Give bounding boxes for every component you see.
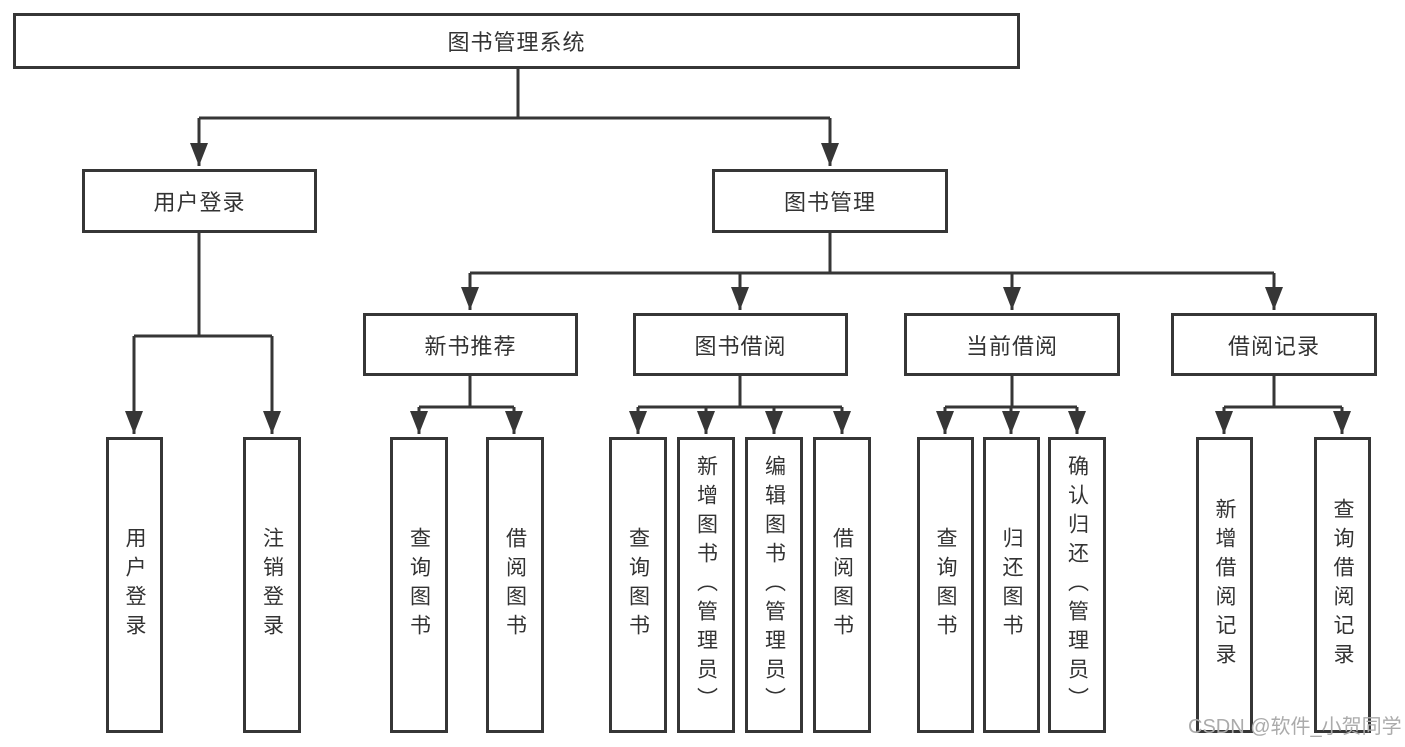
node-library-system-label: 图书管理系统	[447, 30, 586, 55]
leaf-recommend-query-books-label: 查询图书	[407, 527, 431, 643]
leaf-recommend-borrow-books-label: 借阅图书	[503, 527, 527, 643]
node-current-borrow: 当前借阅	[904, 313, 1120, 376]
node-current-borrow-label: 当前借阅	[965, 333, 1058, 359]
leaf-current-confirm-return-admin-label: 确认归还（管理员）	[1065, 454, 1089, 716]
leaf-borrow-add-books-admin-label: 新增图书（管理员）	[694, 454, 718, 716]
leaf-logout-label: 注销登录	[260, 527, 284, 643]
leaf-record-query-borrow-record: 查询借阅记录	[1314, 437, 1371, 733]
leaf-record-query-borrow-record-label: 查询借阅记录	[1331, 498, 1354, 672]
node-new-book-recommend: 新书推荐	[363, 313, 578, 376]
leaf-current-confirm-return-admin: 确认归还（管理员）	[1048, 437, 1106, 733]
leaf-borrow-add-books-admin: 新增图书（管理员）	[677, 437, 735, 733]
leaf-borrow-query-books-label: 查询图书	[626, 527, 650, 643]
node-borrow-record-label: 借阅记录	[1227, 333, 1320, 359]
leaf-current-return-books: 归还图书	[983, 437, 1040, 733]
leaf-user-login-label: 用户登录	[123, 527, 146, 643]
node-borrow-record: 借阅记录	[1171, 313, 1377, 376]
node-book-borrow-label: 图书借阅	[694, 333, 787, 359]
leaf-record-add-borrow-record: 新增借阅记录	[1196, 437, 1253, 733]
leaf-record-add-borrow-record-label: 新增借阅记录	[1213, 498, 1236, 672]
node-new-book-recommend-label: 新书推荐	[424, 333, 517, 359]
csdn-watermark: CSDN @软件_小贺同学	[1188, 716, 1402, 738]
leaf-current-query-books: 查询图书	[917, 437, 974, 733]
node-user-login-branch-label: 用户登录	[153, 190, 246, 215]
leaf-recommend-query-books: 查询图书	[390, 437, 448, 733]
leaf-borrow-edit-books-admin-label: 编辑图书（管理员）	[762, 454, 786, 716]
node-user-login-branch: 用户登录	[82, 169, 317, 233]
leaf-borrow-edit-books-admin: 编辑图书（管理员）	[745, 437, 803, 733]
leaf-borrow-borrow-books: 借阅图书	[813, 437, 871, 733]
leaf-borrow-query-books: 查询图书	[609, 437, 667, 733]
leaf-current-return-books-label: 归还图书	[1000, 527, 1023, 643]
node-book-management-label: 图书管理	[783, 190, 876, 215]
node-library-system: 图书管理系统	[13, 13, 1020, 69]
leaf-logout: 注销登录	[243, 437, 301, 733]
leaf-recommend-borrow-books: 借阅图书	[486, 437, 544, 733]
leaf-user-login: 用户登录	[106, 437, 163, 733]
node-book-management: 图书管理	[712, 169, 948, 233]
leaf-current-query-books-label: 查询图书	[934, 527, 957, 643]
node-book-borrow: 图书借阅	[633, 313, 848, 376]
leaf-borrow-borrow-books-label: 借阅图书	[830, 527, 854, 643]
